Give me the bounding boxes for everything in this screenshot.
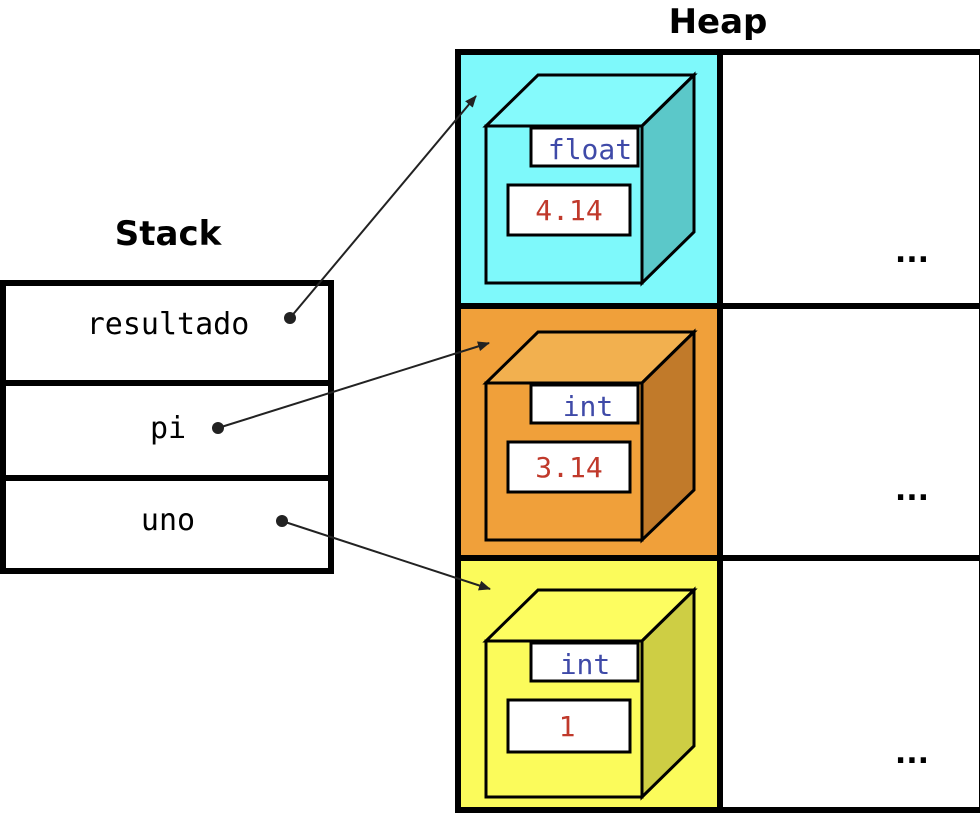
type-label: int xyxy=(563,390,614,423)
object-box-int: int 3.14 xyxy=(482,328,698,544)
object-box-int: int 1 xyxy=(482,586,698,801)
type-label-box xyxy=(529,641,640,683)
var-label-uno: uno xyxy=(141,503,195,538)
type-label-box xyxy=(529,126,640,168)
reference-arrow xyxy=(217,341,490,429)
value-box xyxy=(506,698,632,754)
var-label-pi: pi xyxy=(150,411,186,446)
references xyxy=(212,95,491,591)
value-label: 1 xyxy=(559,710,576,743)
stack-slot-uno xyxy=(0,475,334,574)
stack: resultado pi uno xyxy=(0,280,334,574)
type-label: float xyxy=(548,133,632,166)
reference-arrow xyxy=(289,95,477,319)
value-label: 3.14 xyxy=(535,451,602,484)
heap-empty-cell xyxy=(717,303,980,561)
value-box xyxy=(506,440,632,494)
value-label: 4.14 xyxy=(535,194,602,227)
heap-title: Heap xyxy=(669,2,768,42)
heap-empty-cell xyxy=(717,555,980,813)
type-label-box xyxy=(529,383,640,425)
type-label: int xyxy=(560,648,611,681)
ellipsis: ... xyxy=(895,736,929,771)
reference-arrow xyxy=(281,520,491,591)
heap-empty-cell xyxy=(717,49,980,309)
var-label-resultado: resultado xyxy=(87,307,250,342)
value-box xyxy=(506,183,632,237)
ellipsis: ... xyxy=(895,473,929,508)
object-box-float: float 4.14 xyxy=(482,71,698,287)
ellipsis: ... xyxy=(895,235,929,270)
stack-title: Stack xyxy=(115,214,223,254)
